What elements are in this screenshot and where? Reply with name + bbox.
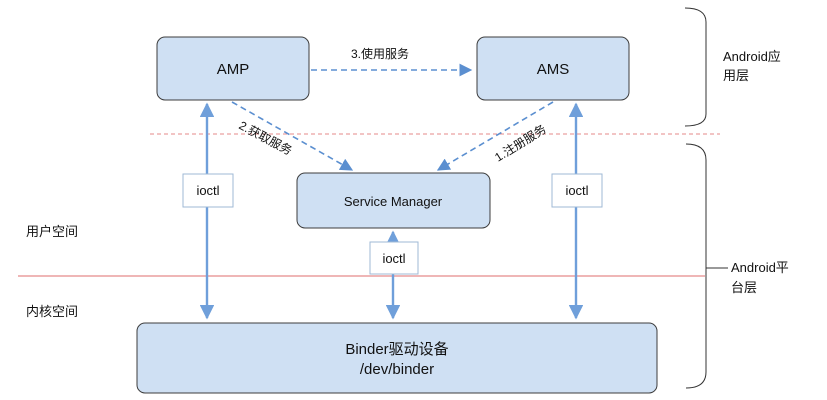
platform-layer-bracket: [685, 143, 707, 389]
ioctl-right: ioctl: [551, 173, 603, 208]
register-service-arrow: [436, 101, 554, 171]
ioctl-center-label: ioctl: [382, 251, 405, 266]
ams-node: AMS: [476, 36, 630, 101]
amp-node: AMP: [156, 36, 310, 101]
ams-label: AMS: [537, 61, 570, 78]
app-layer-label-line1: Android应: [723, 49, 781, 64]
service-manager-label: Service Manager: [344, 194, 443, 209]
binder-driver-node: Binder驱动设备 /dev/binder: [136, 322, 658, 394]
platform-layer-label-line2: 台层: [731, 280, 757, 295]
get-service-arrow: [231, 101, 354, 171]
service-manager-node: Service Manager: [296, 172, 491, 229]
amp-label: AMP: [217, 61, 250, 78]
user-space-label: 用户空间: [26, 224, 78, 239]
use-service-label: 3.使用服务: [351, 46, 409, 61]
platform-layer-label-line1: Android平: [731, 260, 789, 275]
ioctl-right-label: ioctl: [565, 183, 588, 198]
app-layer-label-line2: 用层: [723, 68, 749, 83]
register-service-label: 1.注册服务: [492, 121, 549, 164]
ioctl-center: ioctl: [369, 241, 419, 275]
ioctl-left-label: ioctl: [196, 183, 219, 198]
kernel-space-label: 内核空间: [26, 304, 78, 319]
get-service-label: 2.获取服务: [237, 117, 295, 157]
binder-label-line1: Binder驱动设备: [345, 341, 448, 358]
ioctl-left: ioctl: [182, 173, 234, 208]
binder-label-line2: /dev/binder: [360, 361, 434, 378]
app-layer-bracket: [684, 7, 707, 127]
